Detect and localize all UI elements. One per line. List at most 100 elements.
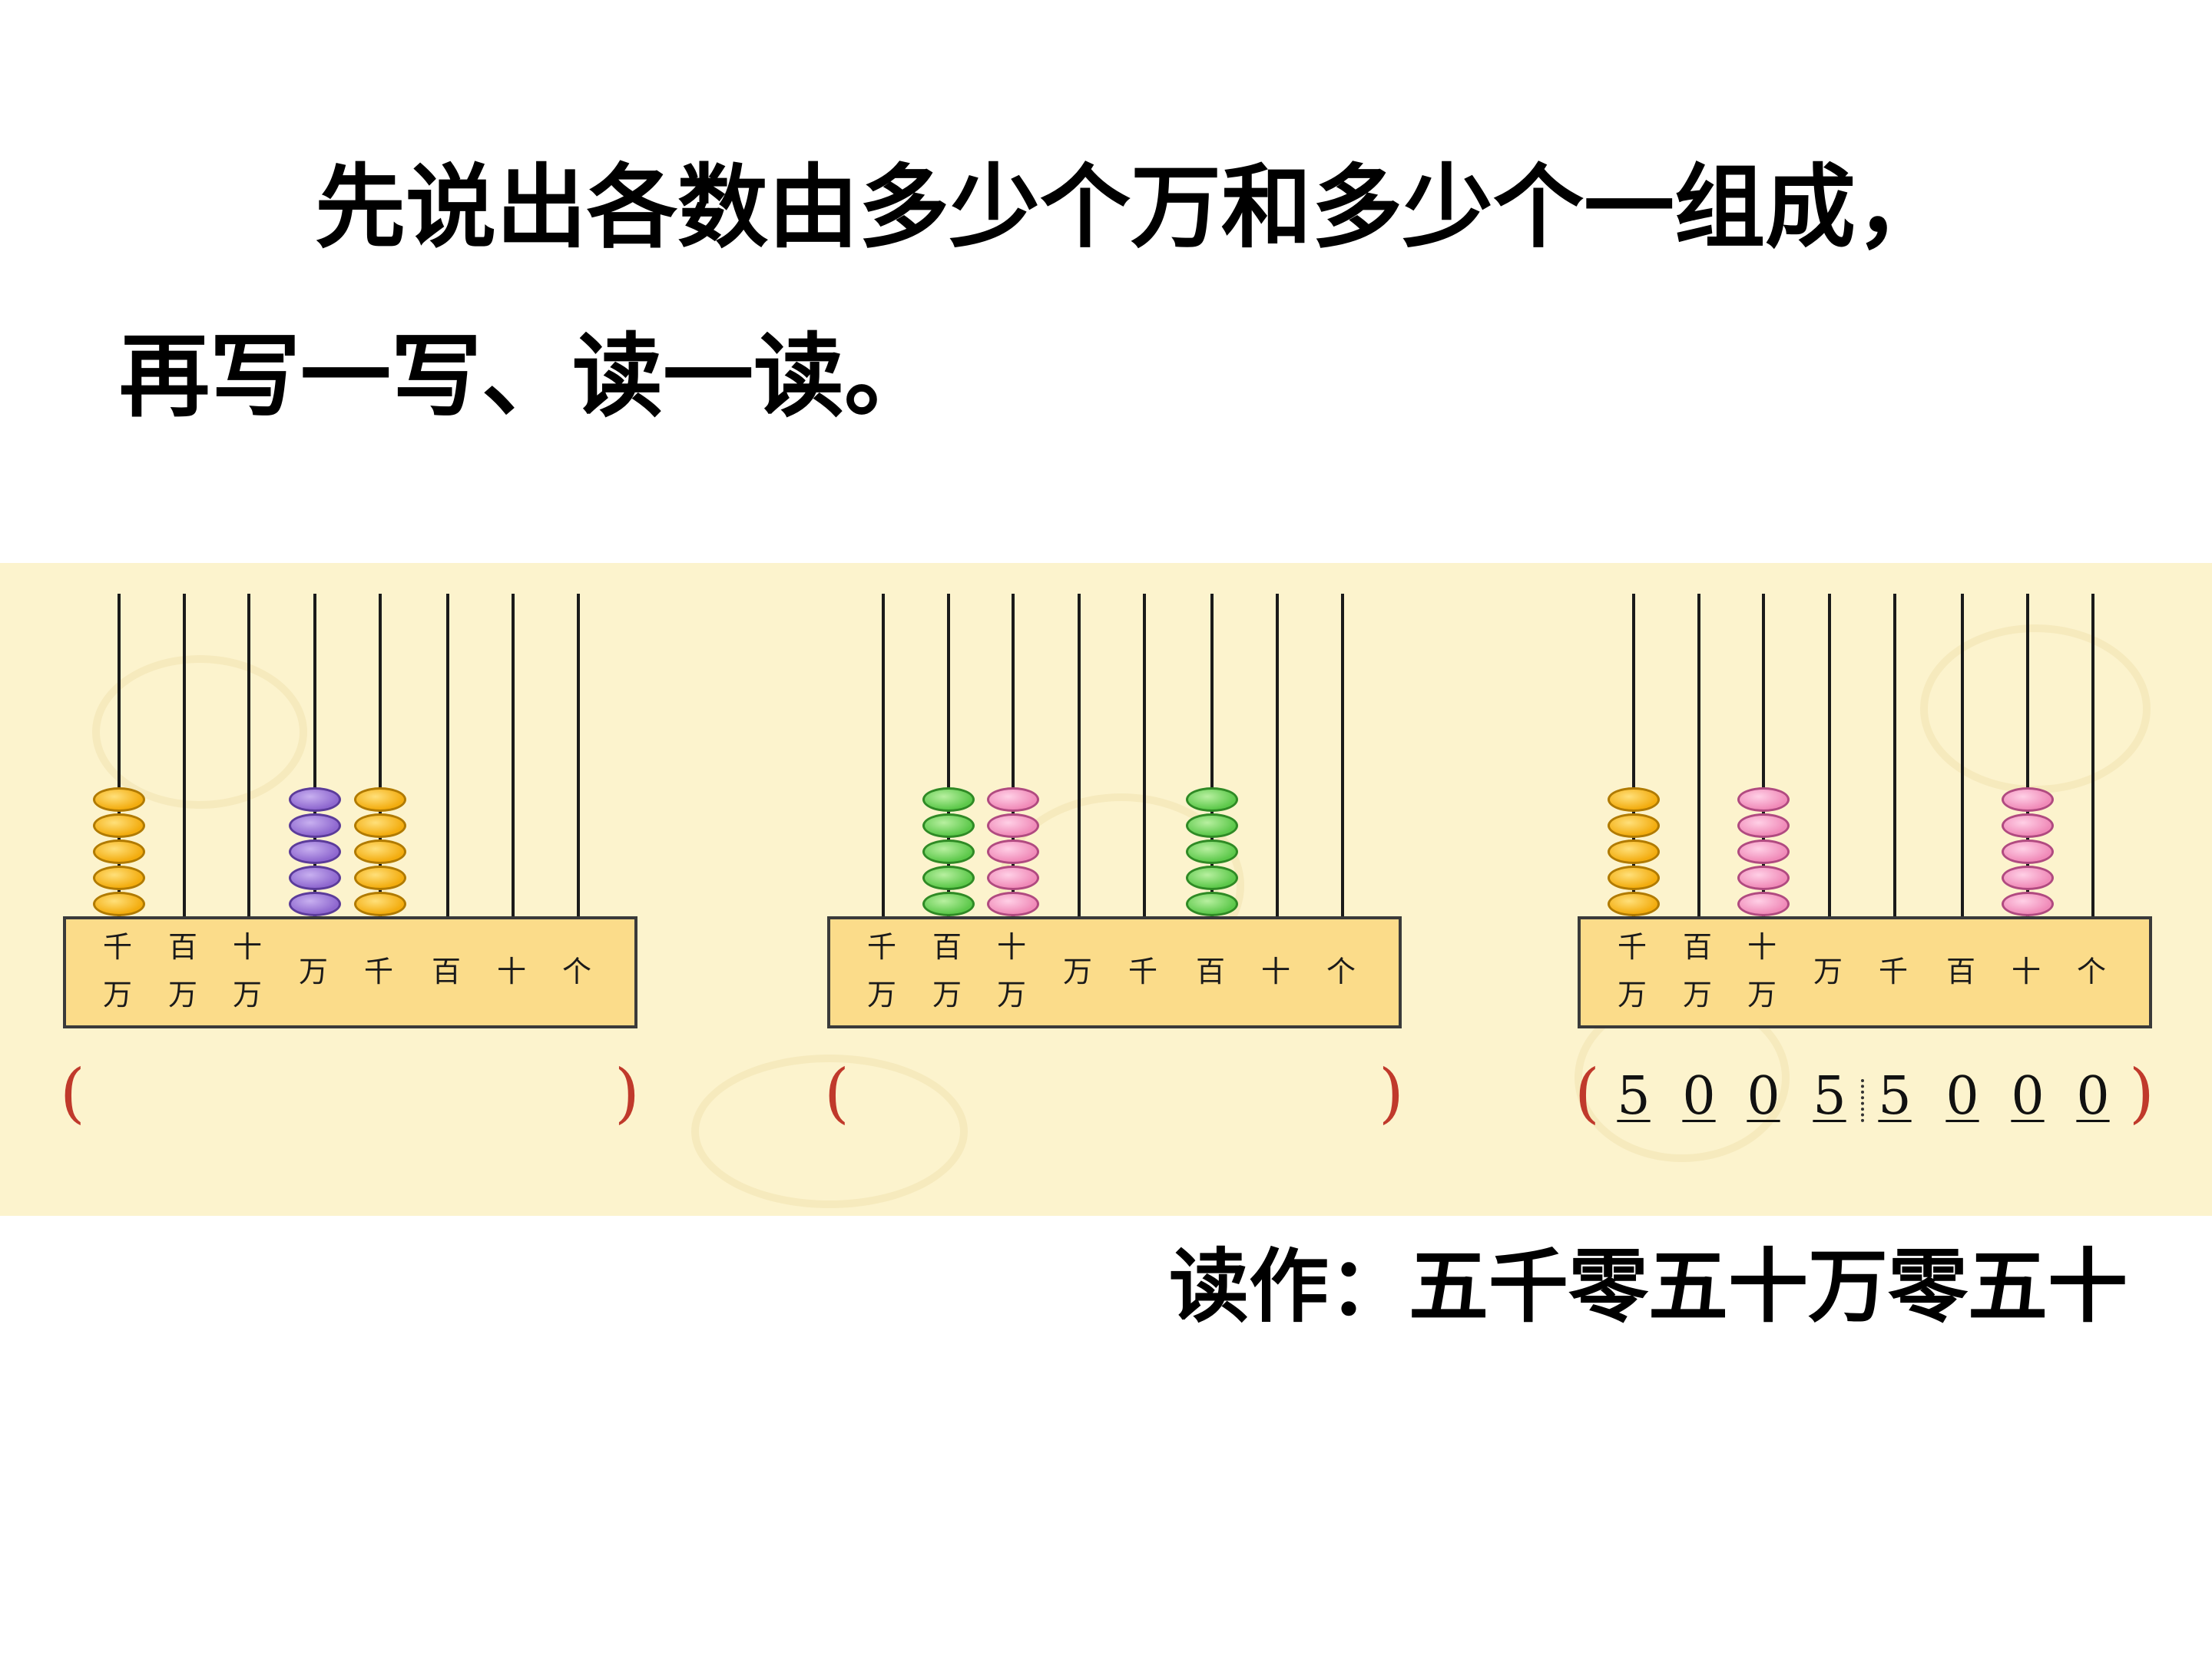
place-label: 万 [1062, 955, 1092, 988]
background-decoration [92, 655, 307, 809]
abacus-bead [2002, 866, 2054, 890]
abacus-rod [1276, 594, 1279, 943]
instruction-line-2: 再写一写、读一读。 [119, 323, 935, 429]
abacus-bead [289, 813, 341, 838]
place-label: 万 [298, 955, 328, 988]
digit-group-separator [1861, 1079, 1867, 1122]
place-label: 个 [2076, 955, 2106, 988]
place-label-top: 十 [996, 930, 1026, 964]
abacus-bead [1737, 839, 1790, 864]
answer-paren-open: ( [824, 1055, 849, 1131]
abacus-bead [922, 866, 975, 890]
abacus-rod [512, 594, 515, 943]
abacus-bead [93, 839, 145, 864]
place-label: 万 [1747, 978, 1777, 1012]
answer-digit: 0 [2011, 1066, 2045, 1127]
abacus-bead [1186, 839, 1238, 864]
place-label-top: 千 [1617, 930, 1647, 964]
place-label: 十 [2011, 955, 2041, 988]
abacus-bead [2002, 787, 2054, 812]
abacus-bead [93, 787, 145, 812]
abacus-rod [1210, 594, 1214, 943]
abacus-bead [354, 892, 406, 916]
abacus-bead [987, 813, 1039, 838]
place-label-top: 十 [232, 930, 262, 964]
place-label: 百 [431, 955, 461, 988]
abacus-rod [1697, 594, 1700, 943]
abacus-rod [2026, 594, 2029, 943]
abacus-bead [1608, 787, 1660, 812]
answer-digit: 0 [1682, 1066, 1716, 1127]
abacus-rod [183, 594, 186, 943]
abacus-bead [2002, 813, 2054, 838]
abacus-1: 千万百万十万万千百十个() [60, 563, 645, 1216]
abacus-bead [354, 866, 406, 890]
place-label: 十 [1260, 955, 1290, 988]
abacus-bead [289, 892, 341, 916]
answer-paren-close: ) [1379, 1055, 1404, 1131]
place-label: 万 [1682, 978, 1712, 1012]
place-label-top: 十 [1747, 930, 1777, 964]
abacus-bead [987, 892, 1039, 916]
abacus-rod [1341, 594, 1344, 943]
abacus-frame [1578, 916, 2152, 1028]
place-label: 万 [1813, 955, 1843, 988]
place-label-top: 百 [167, 930, 197, 964]
abacus-bead [1608, 839, 1660, 864]
abacus-bead [1608, 866, 1660, 890]
abacus-rod [1012, 594, 1015, 943]
answer-digit: 5 [1813, 1066, 1846, 1127]
abacus-bead [922, 813, 975, 838]
place-label: 万 [102, 978, 132, 1012]
abacus-bead [354, 839, 406, 864]
abacus-bead [93, 813, 145, 838]
place-label: 千 [363, 955, 393, 988]
abacus-rod [247, 594, 250, 943]
place-label: 个 [561, 955, 591, 988]
answer-paren-close: ) [614, 1055, 640, 1131]
abacus-rod [118, 594, 121, 943]
abacus-bead [289, 787, 341, 812]
abacus-bead [354, 813, 406, 838]
abacus-bead [2002, 892, 2054, 916]
abacus-bead [289, 866, 341, 890]
place-label: 百 [1945, 955, 1975, 988]
reading-answer: 读作：五千零五十万零五十 [1169, 1240, 2128, 1333]
abacus-bead [1737, 892, 1790, 916]
abacus-bead [354, 787, 406, 812]
place-label: 百 [1195, 955, 1225, 988]
abacus-rod [1828, 594, 1831, 943]
abacus-rod [313, 594, 316, 943]
abacus-bead [2002, 839, 2054, 864]
answer-paren-open: ( [1575, 1055, 1600, 1131]
place-label: 万 [167, 978, 197, 1012]
answer-digit: 5 [1878, 1066, 1912, 1127]
place-label: 个 [1326, 955, 1356, 988]
answer-digit: 5 [1617, 1066, 1651, 1127]
abacus-frame [63, 916, 637, 1028]
place-label: 万 [866, 978, 896, 1012]
place-label: 千 [1128, 955, 1157, 988]
abacus-rod [882, 594, 885, 943]
place-label: 十 [496, 955, 526, 988]
abacus-rod [2091, 594, 2094, 943]
place-label-top: 百 [1682, 930, 1712, 964]
place-label-top: 百 [932, 930, 962, 964]
answer-paren-close: ) [2129, 1055, 2154, 1131]
place-label: 万 [232, 978, 262, 1012]
abacus-2: 千万百万十万万千百十个() [824, 563, 1409, 1216]
abacus-bead [1608, 892, 1660, 916]
place-label: 万 [932, 978, 962, 1012]
place-label: 万 [1617, 978, 1647, 1012]
abacus-frame [827, 916, 1402, 1028]
abacus-rod [379, 594, 382, 943]
answer-digit: 0 [1747, 1066, 1780, 1127]
abacus-bead [922, 839, 975, 864]
abacus-bead [1608, 813, 1660, 838]
abacus-bead [922, 892, 975, 916]
abacus-panel: 千万百万十万万千百十个() 千万百万十万万千百十个() 千万百万十万万千百十个(… [0, 563, 2212, 1216]
instruction-line-1: 先说出各数由多少个万和多少个一组成， [315, 154, 1947, 260]
place-label: 千 [1878, 955, 1908, 988]
abacus-bead [922, 787, 975, 812]
abacus-bead [93, 892, 145, 916]
